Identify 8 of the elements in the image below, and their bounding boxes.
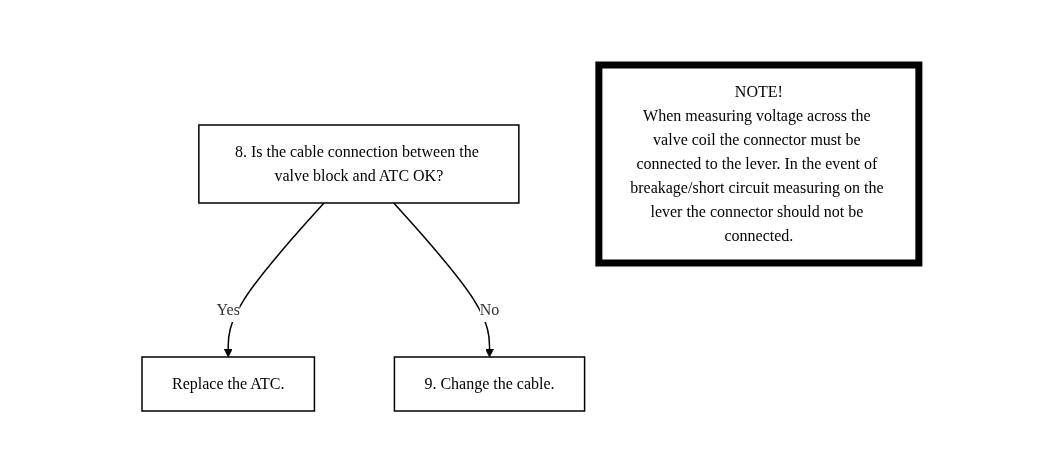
- edge-label: No: [479, 300, 500, 318]
- arrow: [393, 201, 494, 357]
- node-box: 9. Change the cable.: [393, 355, 586, 412]
- node-box: Replace the ATC.: [141, 355, 316, 412]
- edge-label: Yes: [216, 300, 240, 318]
- node-box: 8. Is the cable connection between the valve block and ATC OK?: [198, 123, 520, 204]
- node-box: NOTE! When measuring voltage across the valve coil the connector must be connected to the lever. In the event of breakage/short circuit measuring on the lever the connector should not be connected.: [595, 61, 923, 266]
- arrow: [223, 201, 325, 357]
